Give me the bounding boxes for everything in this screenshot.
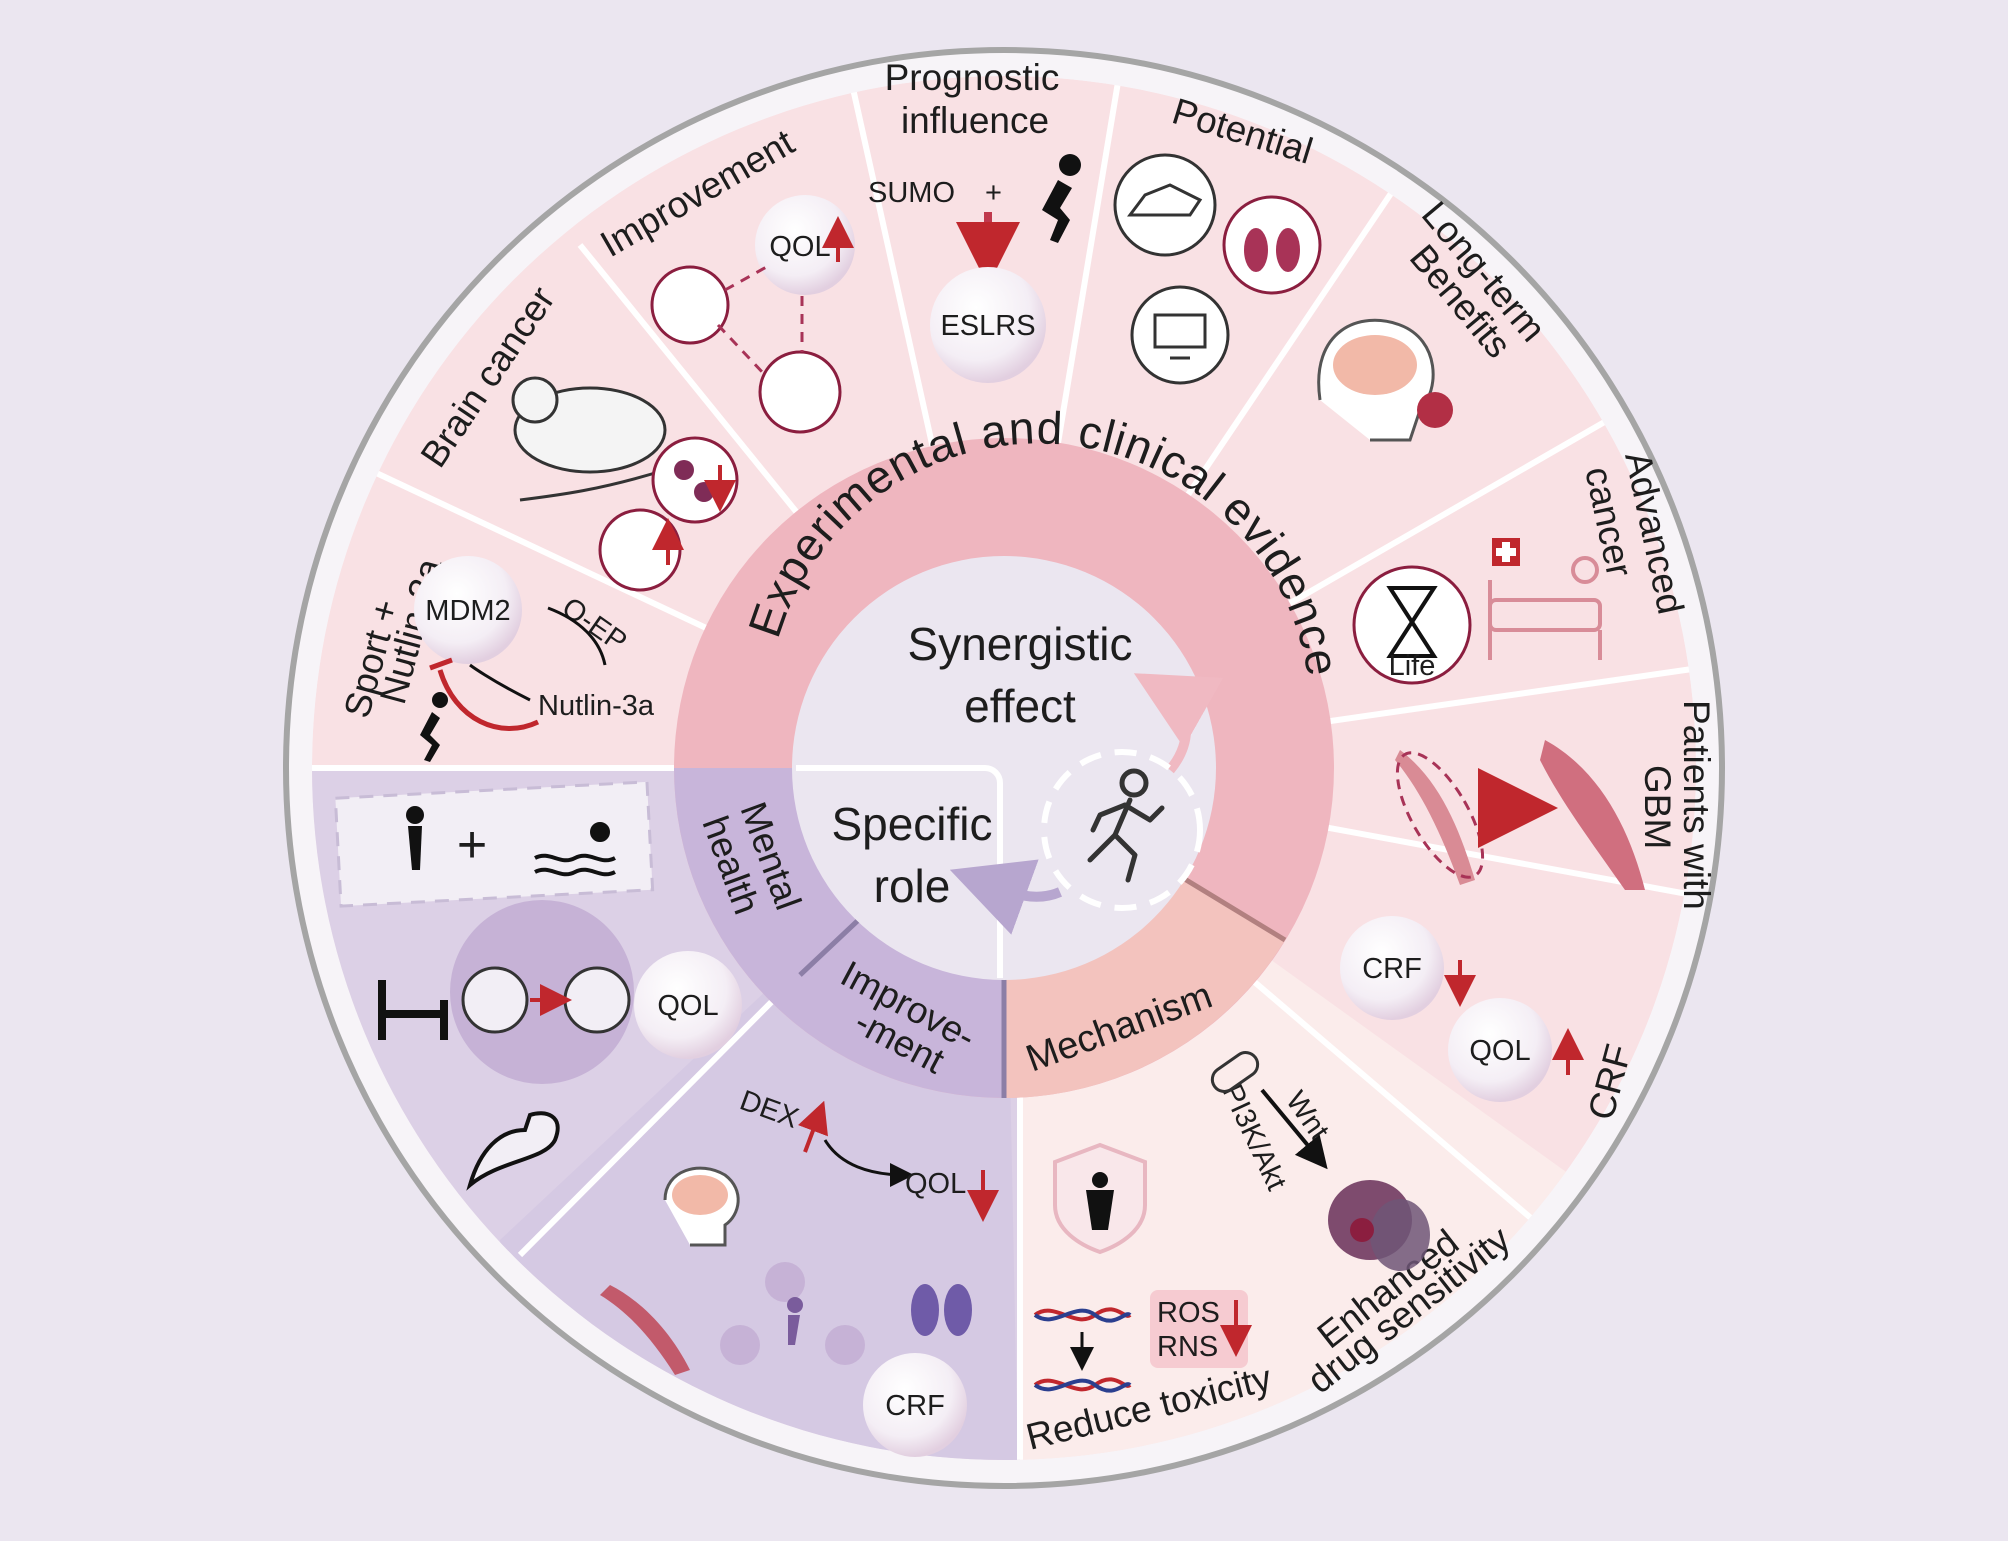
bed-icon — [378, 980, 448, 1040]
life-label: Life — [1389, 650, 1436, 682]
tumor-cells-icon — [1328, 1180, 1430, 1271]
head-brain-icon — [1317, 318, 1453, 442]
nutlin-label: Nutlin-3a — [538, 690, 655, 722]
mental-qol-label: QOL — [657, 990, 718, 1022]
sport-runner-icon — [420, 692, 448, 762]
specific-arrow — [949, 859, 1062, 935]
brain-bubble — [650, 265, 730, 345]
sumo-plus: + — [985, 177, 1002, 209]
crf-qol-bubble — [1448, 998, 1552, 1102]
exercise-plus: + — [457, 816, 487, 874]
lungs-icon — [1222, 195, 1322, 295]
heart-bubble — [758, 350, 842, 434]
muscle-thick-icon — [1540, 740, 1645, 890]
specific-line2: role — [874, 860, 951, 912]
dna-top-icon — [1033, 1307, 1132, 1323]
gbm-title1: Patients with — [1676, 700, 1717, 910]
runner-dashed-circle — [1041, 749, 1203, 911]
brain-small-icon — [663, 1166, 740, 1247]
exercise-box — [333, 780, 655, 908]
ring-purple-arc — [674, 768, 1004, 1098]
arm-muscle-icon — [466, 1111, 560, 1191]
strong-person-icon — [1086, 1172, 1114, 1230]
sad-face-icon — [461, 966, 529, 1034]
muscle-thin-icon — [1395, 750, 1475, 885]
capsule-icon — [1210, 1051, 1260, 1093]
cells-bubble — [651, 436, 739, 524]
eslrs-label: ESLRS — [940, 310, 1035, 342]
dex-qol-label: QOL — [905, 1168, 966, 1200]
ros-label: ROS — [1157, 1297, 1220, 1329]
prognostic-title2: influence — [901, 100, 1049, 141]
dex-crf-label: CRF — [885, 1390, 945, 1422]
ring-mechanism-arc — [1004, 878, 1285, 1098]
prognostic-runner-icon — [1042, 154, 1081, 243]
dex-crf-bubble — [863, 1353, 967, 1457]
runner-icon — [1087, 768, 1165, 883]
mental-qol-bubble — [634, 951, 742, 1059]
swim-icon — [534, 822, 616, 877]
qol-label: QOL — [769, 231, 830, 263]
specific-line1: Specific — [831, 798, 992, 850]
synergy-line1: Synergistic — [908, 618, 1133, 670]
happy-face-icon — [563, 966, 631, 1034]
rns-label: RNS — [1157, 1331, 1218, 1363]
synergy-line2: effect — [964, 680, 1076, 732]
monitor-icon — [1130, 285, 1230, 385]
sumo-label: SUMO — [868, 177, 955, 209]
prognostic-title1: Prognostic — [885, 57, 1060, 98]
crf-bubble-label: CRF — [1362, 953, 1422, 985]
mdm2-bubble — [414, 556, 522, 664]
gbm-title2: GBM — [1637, 765, 1678, 849]
synergy-arrow — [1133, 673, 1224, 774]
center-core — [792, 556, 1216, 980]
crf-qol-label: QOL — [1469, 1035, 1530, 1067]
cycle-runner-icon — [787, 1297, 803, 1345]
dna-bottom-icon — [1033, 1377, 1132, 1393]
mouse-icon — [511, 376, 667, 502]
eslrs-bubble — [930, 267, 1046, 383]
yoga-icon — [406, 806, 424, 870]
crf-bubble — [1340, 916, 1444, 1020]
muscle-lower-icon — [600, 1285, 690, 1375]
lungs-small-icon — [911, 1284, 972, 1336]
mdm2-label: MDM2 — [425, 595, 510, 627]
shoe-icon — [1113, 153, 1217, 257]
core-divider — [796, 765, 1003, 978]
hospital-bed-icon — [1488, 556, 1602, 660]
